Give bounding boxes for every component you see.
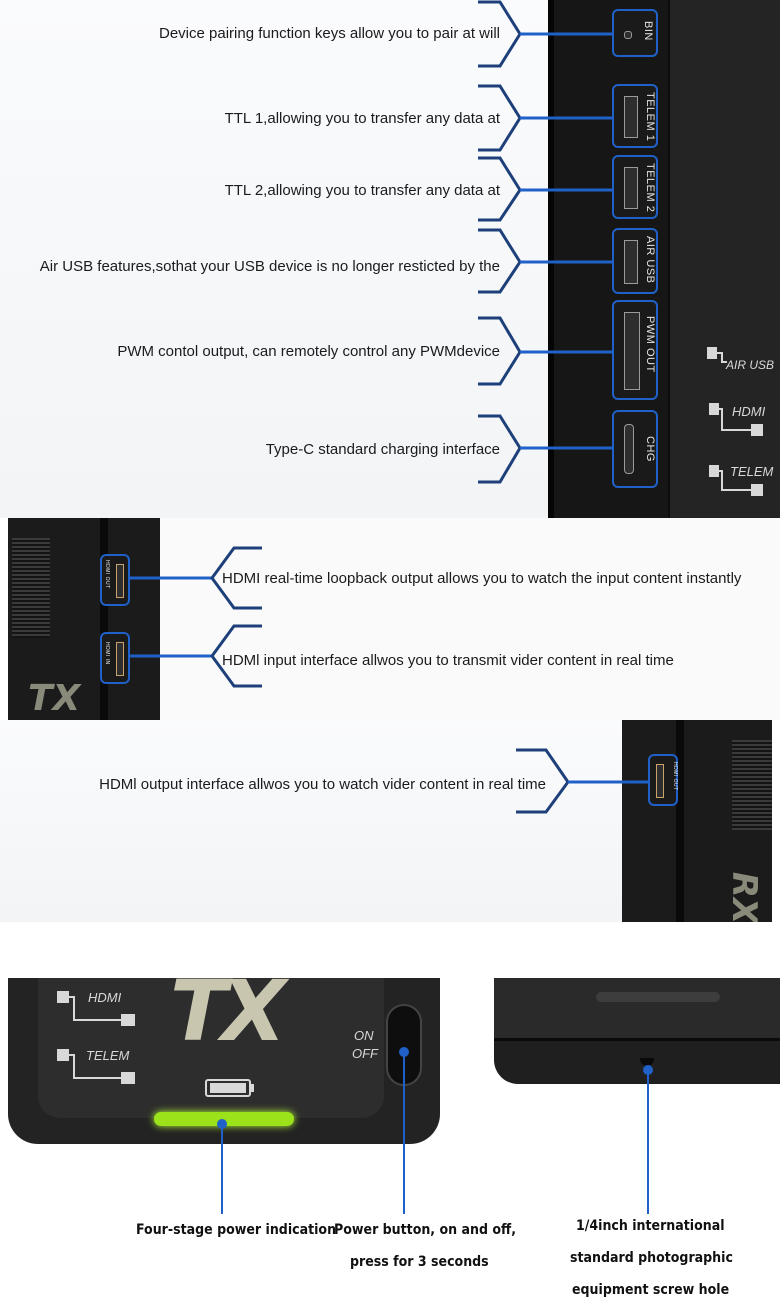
annotation-hdmi-loop: HDMI real-time loopback output allows yo… [222,570,742,587]
bottom-cable-icons [57,991,254,1097]
hdmi-in-slot [116,642,124,676]
tx-mark: TX [170,962,286,1060]
panel-hdmi-rx: RX HDMI OUT HDMl output interface allwos… [0,720,772,922]
rx-side-strip [676,720,684,922]
callout-lines [478,0,612,484]
port-hdmi-in[interactable]: HDMI IN [100,632,130,684]
bottom-label-hdmi: HDMI [88,990,122,1005]
rx-vent [732,740,772,830]
caption-screw-2: standard photographic [570,1250,733,1266]
rx-bottom-upper [494,978,780,1041]
pair-button[interactable] [624,31,632,39]
caption-power-button-2: press for 3 seconds [350,1254,489,1270]
switch-on-label: ON [354,1028,374,1043]
annotation-hdmi-in: HDMl input interface allwos you to trans… [222,652,674,669]
port-hdmi-out-tx[interactable]: HDMI OUT [100,554,130,606]
caption-power-button-1: Power button, on and off, [334,1222,516,1238]
tx-side-strip [100,518,108,720]
pwm-slot [624,312,640,390]
panel-hdmi-tx: TX HDMI OUT HDMI IN HDMI real-time loopb… [8,518,780,720]
callout-line-rx [516,748,648,814]
caption-screw-1: 1/4inch international [576,1218,725,1234]
annotation-air-usb: Air USB features,sothat your USB device … [39,258,500,275]
power-led-bar [154,1112,294,1126]
port-hdmi-out-rx[interactable]: HDMI OUT [648,754,678,806]
side-label-air-usb: AIR USB [726,358,775,372]
hdmi-out-slot [116,564,124,598]
caption-power-indication: Four-stage power indication [136,1222,337,1238]
panel-bottom: TX HDMI TELEM ON OFF [0,922,780,1314]
device-edge [548,0,554,518]
annotation-bin: Device pairing function keys allow you t… [159,25,500,42]
port-chg[interactable]: CHG [612,410,658,488]
annotation-hdmi-out-rx: HDMl output interface allwos you to watc… [99,776,546,793]
port-telem2[interactable]: TELEM 2 [612,155,658,219]
tx-mark-partial: TX [28,678,81,719]
callout-lines-tx [130,546,262,688]
tx-bottom-plate [38,978,384,1118]
tx-vent [12,538,50,638]
rx-bottom-slot [596,992,720,1002]
annotation-telem1: TTL 1,allowing you to transfer any data … [224,110,500,127]
hdmi-out-rx-slot [656,764,664,798]
side-label-telem: TELEM [730,464,774,479]
annotation-telem2: TTL 2,allowing you to transfer any data … [224,182,500,199]
air-usb-slot [624,240,638,284]
port-bin[interactable]: BIN [612,9,658,57]
side-cable-icons [707,347,763,496]
telem1-slot [624,96,638,138]
panel-ports-top: BIN TELEM 1 TELEM 2 AIR USB PWM OUT CHG … [0,0,780,518]
telem2-slot [624,167,638,209]
battery-icon [205,1079,254,1097]
switch-off-label: OFF [352,1046,378,1061]
port-air-usb[interactable]: AIR USB [612,228,658,294]
bottom-label-telem: TELEM [86,1048,130,1063]
screw-hole [640,1058,654,1066]
port-pwm-out[interactable]: PWM OUT [612,300,658,400]
bottom-callout-lines [217,1047,653,1214]
annotation-chg: Type-C standard charging interface [265,441,500,458]
annotation-pwm: PWM contol output, can remotely control … [117,343,500,360]
port-telem1[interactable]: TELEM 1 [612,84,658,148]
side-label-hdmi: HDMI [732,404,766,419]
usb-c-slot [624,424,634,474]
caption-screw-3: equipment screw hole [572,1282,730,1298]
